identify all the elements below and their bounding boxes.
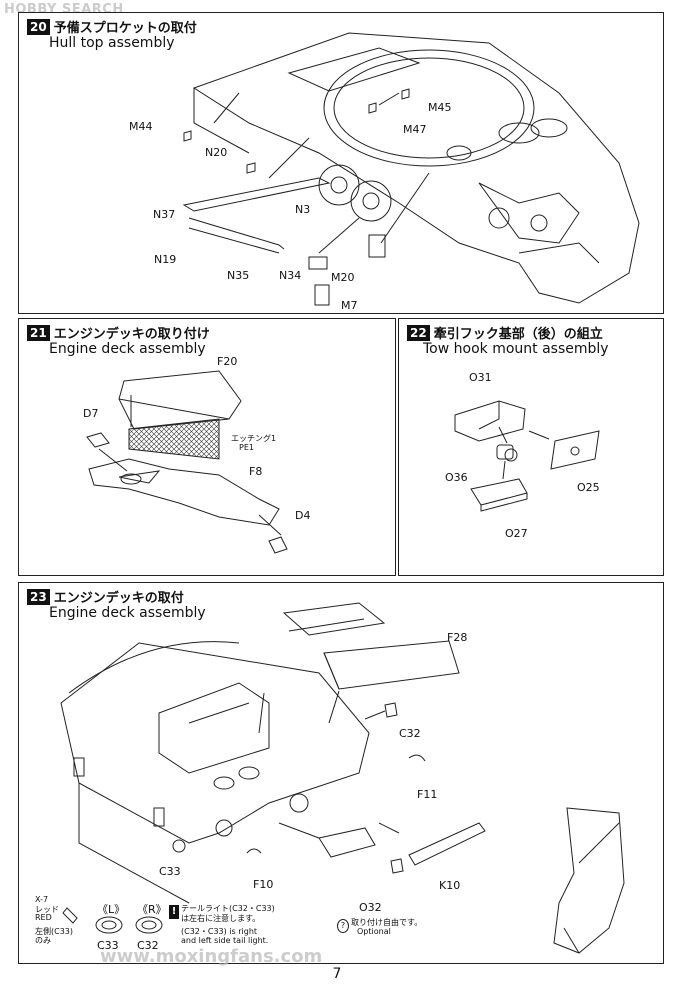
label-left-part: C33 bbox=[97, 939, 119, 952]
paint-name-en: RED bbox=[35, 913, 52, 922]
hull-top-drawing bbox=[182, 32, 640, 306]
tail-note-jp1: テールライト(C32・C33) bbox=[181, 904, 275, 913]
step-title-en: Engine deck assembly bbox=[49, 605, 206, 621]
label-N3: N3 bbox=[295, 203, 311, 216]
step-22-panel: 22 牽引フック基部（後）の組立 Tow hook mount assembly… bbox=[398, 318, 664, 576]
optional-note-en: Optional bbox=[357, 927, 391, 936]
label-O31: O31 bbox=[469, 371, 492, 384]
label-M47: M47 bbox=[403, 123, 427, 136]
step-22-header: 22 牽引フック基部（後）の組立 bbox=[407, 323, 603, 342]
page-number: 7 bbox=[332, 966, 342, 982]
label-F11: F11 bbox=[417, 788, 438, 801]
label-left: 《L》 bbox=[97, 903, 126, 916]
label-D4: D4 bbox=[295, 509, 311, 522]
step-number: 22 bbox=[407, 324, 430, 341]
tail-note-en1: (C32・C33) is right bbox=[181, 927, 258, 936]
label-F10: F10 bbox=[253, 878, 274, 891]
tail-note-jp2: は左右に注意します。 bbox=[181, 914, 261, 923]
label-F28: F28 bbox=[447, 631, 468, 644]
engine-deck-drawing-21 bbox=[86, 370, 288, 554]
label-O32: O32 bbox=[359, 901, 382, 914]
step-21-header: 21 エンジンデッキの取り付け bbox=[27, 323, 210, 342]
watermark-bottom: www.moxingfans.com bbox=[100, 946, 323, 967]
label-F20: F20 bbox=[217, 355, 238, 368]
step-21-panel: 21 エンジンデッキの取り付け Engine deck assembly F20… bbox=[18, 318, 396, 576]
label-K10: K10 bbox=[439, 879, 461, 892]
label-O36: O36 bbox=[445, 471, 468, 484]
label-D7: D7 bbox=[83, 407, 99, 420]
label-O27: O27 bbox=[505, 527, 528, 540]
optional-note-jp: 取り付け自由です。 bbox=[351, 918, 423, 927]
step-number: 21 bbox=[27, 324, 50, 341]
label-M20: M20 bbox=[331, 271, 355, 284]
optional-icon: ? bbox=[337, 919, 349, 933]
label-PE1: PE1 bbox=[239, 443, 254, 452]
label-F8: F8 bbox=[249, 465, 263, 478]
step-title-en: Tow hook mount assembly bbox=[423, 341, 609, 357]
label-right: 《R》 bbox=[137, 903, 167, 916]
step-number: 20 bbox=[27, 18, 50, 35]
label-N35: N35 bbox=[227, 269, 250, 282]
label-N19: N19 bbox=[154, 253, 177, 266]
label-O25: O25 bbox=[577, 481, 600, 494]
label-right-part: C32 bbox=[137, 939, 159, 952]
paint-name-jp: レッド bbox=[35, 905, 59, 914]
paint-side: 左側(C33) bbox=[35, 927, 74, 936]
step-title-jp: エンジンデッキの取り付け bbox=[53, 327, 210, 342]
tow-hook-drawing bbox=[454, 400, 600, 512]
label-C33: C33 bbox=[159, 865, 181, 878]
label-M7: M7 bbox=[341, 299, 358, 312]
tail-note-en2: and left side tail light. bbox=[181, 936, 269, 945]
paint-only: のみ bbox=[35, 936, 51, 945]
step-title-en: Hull top assembly bbox=[49, 35, 175, 51]
engine-deck-drawing-23 bbox=[60, 602, 625, 954]
step-23-header: 23 エンジンデッキの取付 bbox=[27, 587, 184, 606]
step-number: 23 bbox=[27, 588, 50, 605]
step-title-jp: 牽引フック基部（後）の組立 bbox=[433, 327, 603, 342]
label-N20: N20 bbox=[205, 146, 228, 159]
label-N37: N37 bbox=[153, 208, 176, 221]
step-title-en: Engine deck assembly bbox=[49, 341, 206, 357]
label-C32: C32 bbox=[399, 727, 421, 740]
step-20-header: 20 予備スプロケットの取付 bbox=[27, 17, 197, 36]
warning-icon: ! bbox=[169, 905, 179, 919]
label-M44: M44 bbox=[129, 120, 153, 133]
step-20-panel: 20 予備スプロケットの取付 Hull top assembly bbox=[18, 12, 664, 314]
label-etching: エッチング1 bbox=[231, 434, 277, 443]
label-N34: N34 bbox=[279, 269, 302, 282]
label-M45: M45 bbox=[428, 101, 452, 114]
step-23-panel: 23 エンジンデッキの取付 Engine deck assembly bbox=[18, 582, 664, 964]
step-title-jp: 予備スプロケットの取付 bbox=[53, 21, 197, 36]
paint-code: X-7 bbox=[35, 895, 49, 904]
step-title-jp: エンジンデッキの取付 bbox=[53, 591, 184, 606]
